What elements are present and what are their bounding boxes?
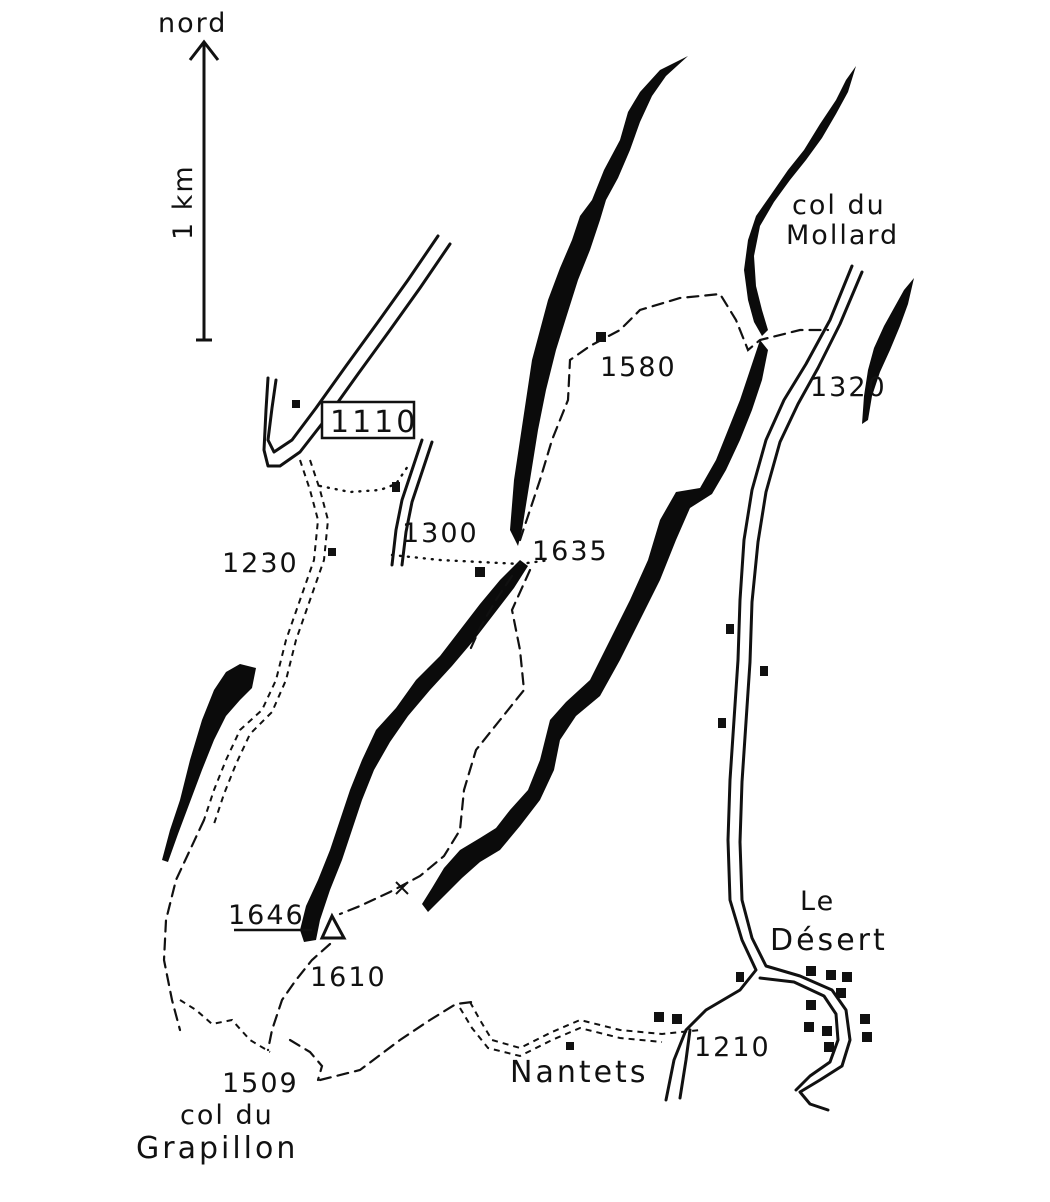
building-desert-8 [824, 1042, 834, 1052]
path-west-valley [162, 818, 206, 1032]
dotted-paths [318, 464, 552, 566]
place-le-desert-line2: Désert [770, 923, 888, 958]
road-valley-branch [758, 976, 840, 1092]
elevation-1320: 1320 [810, 372, 887, 403]
building-1580 [596, 332, 606, 342]
building-1110 [292, 400, 300, 408]
building-desert-6 [804, 1022, 814, 1032]
cliff-mollard-north [744, 66, 856, 336]
markers [292, 332, 872, 1052]
track-south-b [459, 1007, 663, 1058]
path-1610-grapillon [266, 942, 332, 1052]
road-north-hairpin [266, 234, 440, 454]
place-col-du-grapillon-line2: Grapillon [136, 1131, 298, 1166]
building-1300 [392, 482, 400, 492]
cliff-southwest-ridge [300, 560, 528, 942]
road-north-hairpin-inner [262, 242, 452, 468]
building-nantets-2 [654, 1012, 664, 1022]
cliffs [162, 56, 914, 942]
summit-triangle-icon [319, 912, 347, 940]
place-le-desert-line1: Le [800, 886, 835, 917]
elevation-1110-box [320, 400, 416, 440]
track-west [203, 459, 320, 821]
road-valley-east [738, 270, 864, 1112]
elevation-1509: 1509 [222, 1068, 299, 1099]
path-1635-west [468, 574, 514, 652]
building-valley-2 [760, 666, 768, 676]
building-1635-west [475, 567, 485, 577]
place-nantets: Nantets [510, 1055, 648, 1090]
path-1580-loop [518, 292, 830, 542]
road-valley-west [664, 264, 854, 1102]
building-valley-4 [736, 972, 744, 982]
track-west-b [213, 459, 330, 825]
elevation-1300: 1300 [402, 518, 479, 549]
building-desert-1 [806, 966, 816, 976]
building-desert-9 [860, 1014, 870, 1024]
place-col-du-mollard-line1: col du [792, 190, 886, 221]
track-south [469, 1001, 701, 1050]
cliff-mollard-east [862, 278, 914, 424]
building-desert-7 [822, 1026, 832, 1036]
building-desert-2 [826, 970, 836, 980]
cliff-central-ridge [422, 340, 768, 912]
north-arrow: nord 1 km [158, 8, 227, 342]
building-desert-4 [836, 988, 846, 998]
place-col-du-grapillon-line1: col du [180, 1100, 274, 1131]
building-desert-10 [862, 1032, 872, 1042]
path-1635-south [338, 568, 532, 916]
elevation-1230: 1230 [222, 548, 299, 579]
cliff-far-west [162, 664, 256, 862]
roads [262, 234, 864, 1112]
elevation-1646: 1646 [228, 900, 305, 931]
building-valley-1 [726, 624, 734, 634]
cliff-west-ridge [510, 56, 688, 546]
dotted-1300-1635 [390, 553, 552, 566]
elevation-1210: 1210 [694, 1032, 771, 1063]
scale-label: 1 km [168, 164, 199, 240]
elevation-1635: 1635 [532, 536, 609, 567]
track-grapillon [179, 999, 271, 1053]
road-south-spur [678, 1028, 692, 1100]
road-1300-b [400, 440, 434, 567]
path-grapillon-nantets [318, 1000, 474, 1082]
footpaths [162, 292, 830, 1082]
place-col-du-mollard-line2: Mollard [786, 220, 899, 251]
elevation-1580: 1580 [600, 352, 677, 383]
north-label: nord [158, 8, 227, 39]
elevation-1610: 1610 [310, 962, 387, 993]
building-1230 [328, 548, 336, 556]
building-valley-3 [718, 718, 726, 728]
building-nantets-3 [672, 1014, 682, 1024]
elevation-1110: 1110 [330, 405, 418, 440]
path-grapillon-loop [288, 1038, 324, 1082]
building-desert-5 [806, 1000, 816, 1010]
road-1300 [390, 438, 424, 567]
building-desert-3 [842, 972, 852, 982]
tracks [179, 459, 701, 1058]
building-nantets-1 [566, 1042, 574, 1050]
cross-mark-icon [395, 881, 409, 895]
